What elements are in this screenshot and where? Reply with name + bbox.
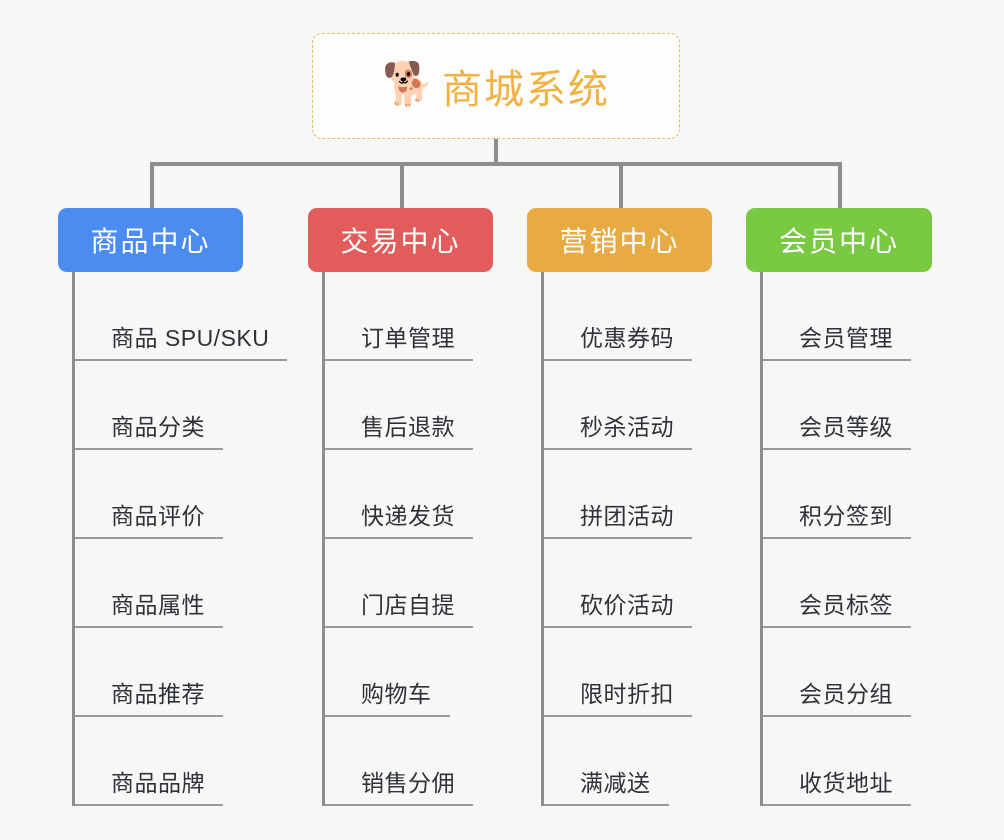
leaf-item[interactable]: 满减送 [544,717,712,806]
connector-root-stem [494,139,498,165]
leaf-label: 商品 SPU/SKU [111,325,270,351]
leaf-underline: 商品评价 [75,497,223,539]
leaf-underline: 商品 SPU/SKU [75,319,288,361]
leaf-label: 会员管理 [799,325,893,351]
branch-header-3[interactable]: 营销中心 [527,208,712,272]
leaf-underline: 售后退款 [325,408,473,450]
leaf-item[interactable]: 会员标签 [763,539,932,628]
leaf-item[interactable]: 商品评价 [75,450,243,539]
leaf-item[interactable]: 拼团活动 [544,450,712,539]
leaf-label: 会员分组 [799,681,893,707]
leaf-underline: 快递发货 [325,497,473,539]
leaf-item[interactable]: 快递发货 [325,450,493,539]
leaf-label: 商品属性 [111,592,205,618]
leaf-item[interactable]: 商品推荐 [75,628,243,717]
leaf-underline: 积分签到 [763,497,911,539]
leaf-label: 满减送 [580,770,651,796]
leaf-label: 商品评价 [111,503,205,529]
leaf-item[interactable]: 商品分类 [75,361,243,450]
leaf-item[interactable]: 限时折扣 [544,628,712,717]
connector-drop-1 [150,162,154,208]
leaf-underline: 门店自提 [325,586,473,628]
branch-3: 营销中心优惠券码秒杀活动拼团活动砍价活动限时折扣满减送 [527,208,712,806]
branch-2: 交易中心订单管理售后退款快递发货门店自提购物车销售分佣 [308,208,493,806]
branch-spine-2: 订单管理售后退款快递发货门店自提购物车销售分佣 [322,272,493,806]
leaf-label: 收货地址 [799,770,893,796]
leaf-underline: 订单管理 [325,319,473,361]
leaf-label: 商品分类 [111,414,205,440]
leaf-item[interactable]: 收货地址 [763,717,932,806]
leaf-underline: 秒杀活动 [544,408,692,450]
leaf-item[interactable]: 商品属性 [75,539,243,628]
leaf-label: 秒杀活动 [580,414,674,440]
leaf-label: 快递发货 [361,503,455,529]
connector-horizontal-bar [150,162,840,166]
connector-drop-4 [838,162,842,208]
leaf-label: 优惠券码 [580,325,674,351]
leaf-underline: 拼团活动 [544,497,692,539]
leaf-label: 积分签到 [799,503,893,529]
leaf-underline: 收货地址 [763,764,911,806]
leaf-label: 拼团活动 [580,503,674,529]
leaf-item[interactable]: 商品品牌 [75,717,243,806]
leaf-underline: 优惠券码 [544,319,692,361]
leaf-label: 限时折扣 [580,681,674,707]
leaf-item[interactable]: 购物车 [325,628,493,717]
branch-header-1[interactable]: 商品中心 [58,208,243,272]
leaf-underline: 砍价活动 [544,586,692,628]
leaf-label: 会员等级 [799,414,893,440]
leaf-underline: 限时折扣 [544,675,692,717]
branch-header-4[interactable]: 会员中心 [746,208,932,272]
leaf-item[interactable]: 砍价活动 [544,539,712,628]
leaf-underline: 满减送 [544,764,669,806]
shiba-dog-face-icon: 🐕 [382,60,435,107]
branch-spine-3: 优惠券码秒杀活动拼团活动砍价活动限时折扣满减送 [541,272,712,806]
leaf-item[interactable]: 商品 SPU/SKU [75,272,288,361]
branch-4: 会员中心会员管理会员等级积分签到会员标签会员分组收货地址 [746,208,932,806]
leaf-item[interactable]: 售后退款 [325,361,493,450]
connector-drop-2 [400,162,404,208]
leaf-label: 购物车 [361,681,432,707]
leaf-item[interactable]: 门店自提 [325,539,493,628]
leaf-underline: 商品分类 [75,408,223,450]
root-node[interactable]: 🐕 商城系统 [312,33,680,139]
leaf-underline: 购物车 [325,675,450,717]
leaf-item[interactable]: 销售分佣 [325,717,493,806]
leaf-label: 门店自提 [361,592,455,618]
branch-spine-4: 会员管理会员等级积分签到会员标签会员分组收货地址 [760,272,932,806]
leaf-item[interactable]: 积分签到 [763,450,932,539]
branch-header-2[interactable]: 交易中心 [308,208,493,272]
leaf-label: 销售分佣 [361,770,455,796]
leaf-label: 商品品牌 [111,770,205,796]
root-title: 商城系统 [442,68,610,112]
leaf-underline: 销售分佣 [325,764,473,806]
branch-1: 商品中心商品 SPU/SKU 商品分类商品评价商品属性商品推荐商品品牌 [58,208,288,806]
leaf-label: 售后退款 [361,414,455,440]
leaf-label: 会员标签 [799,592,893,618]
leaf-underline: 商品属性 [75,586,223,628]
leaf-item[interactable]: 会员分组 [763,628,932,717]
leaf-underline: 商品推荐 [75,675,223,717]
leaf-label: 订单管理 [361,325,455,351]
leaf-label: 砍价活动 [580,592,674,618]
leaf-underline: 会员管理 [763,319,911,361]
leaf-label: 商品推荐 [111,681,205,707]
connector-drop-3 [619,162,623,208]
leaf-item[interactable]: 会员等级 [763,361,932,450]
leaf-underline: 会员等级 [763,408,911,450]
leaf-item[interactable]: 优惠券码 [544,272,712,361]
leaf-item[interactable]: 会员管理 [763,272,932,361]
leaf-underline: 商品品牌 [75,764,223,806]
leaf-underline: 会员标签 [763,586,911,628]
leaf-item[interactable]: 秒杀活动 [544,361,712,450]
leaf-underline: 会员分组 [763,675,911,717]
leaf-item[interactable]: 订单管理 [325,272,493,361]
branch-spine-1: 商品 SPU/SKU 商品分类商品评价商品属性商品推荐商品品牌 [72,272,288,806]
